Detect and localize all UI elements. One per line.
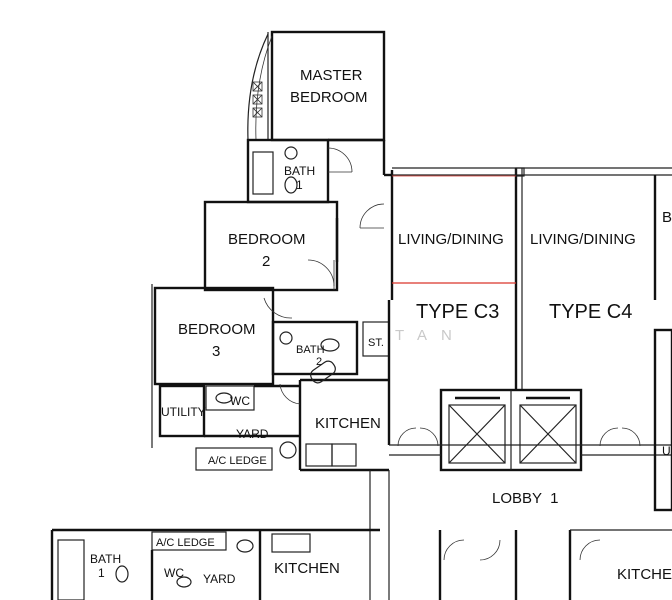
label-living-dining-c4: LIVING/DINING: [530, 231, 636, 248]
label-lower-wc: WC: [164, 566, 184, 580]
door-swings: [263, 147, 641, 561]
watermark: TAN: [395, 327, 466, 344]
label-bedroom-2-number: 2: [262, 253, 270, 270]
label-store: ST.: [368, 337, 384, 349]
label-bedroom-3: BEDROOM: [178, 321, 256, 338]
label-partial-b: B: [662, 209, 672, 226]
label-ac-ledge: A/C LEDGE: [208, 455, 267, 467]
label-type-c4: TYPE C4: [549, 301, 632, 323]
label-bedroom-3-number: 3: [212, 343, 220, 360]
label-type-c3: TYPE C3: [416, 301, 499, 323]
label-kitchen: KITCHEN: [315, 415, 381, 432]
label-bedroom-2: BEDROOM: [228, 231, 306, 248]
wall-lines: [50, 30, 672, 600]
label-master-bedroom-2: BEDROOM: [290, 89, 368, 106]
label-living-dining-c3: LIVING/DINING: [398, 231, 504, 248]
label-partial-u: U: [662, 444, 671, 458]
label-bath-1-number: 1: [296, 178, 303, 192]
label-bath-2-number: 2: [316, 356, 322, 368]
label-lower-kitchen-left: KITCHEN: [274, 560, 340, 577]
label-lower-bath-1: BATH: [90, 552, 121, 566]
label-bath-1: BATH: [284, 164, 315, 178]
balcony-railing: [252, 81, 263, 118]
label-wc: WC: [230, 394, 250, 408]
label-lower-bath-1-number: 1: [98, 566, 105, 580]
label-bath-2: BATH: [296, 344, 325, 356]
label-lobby: LOBBY 1: [492, 490, 558, 507]
label-yard: YARD: [236, 427, 269, 441]
label-lower-yard: YARD: [203, 572, 236, 586]
bathroom-fixtures: [115, 146, 340, 588]
label-utility: UTILITY: [161, 405, 206, 419]
label-lower-kitchen-right: KITCHE: [617, 566, 672, 583]
label-lower-ac-ledge: A/C LEDGE: [156, 537, 215, 549]
label-master-bedroom-1: MASTER: [300, 67, 363, 84]
